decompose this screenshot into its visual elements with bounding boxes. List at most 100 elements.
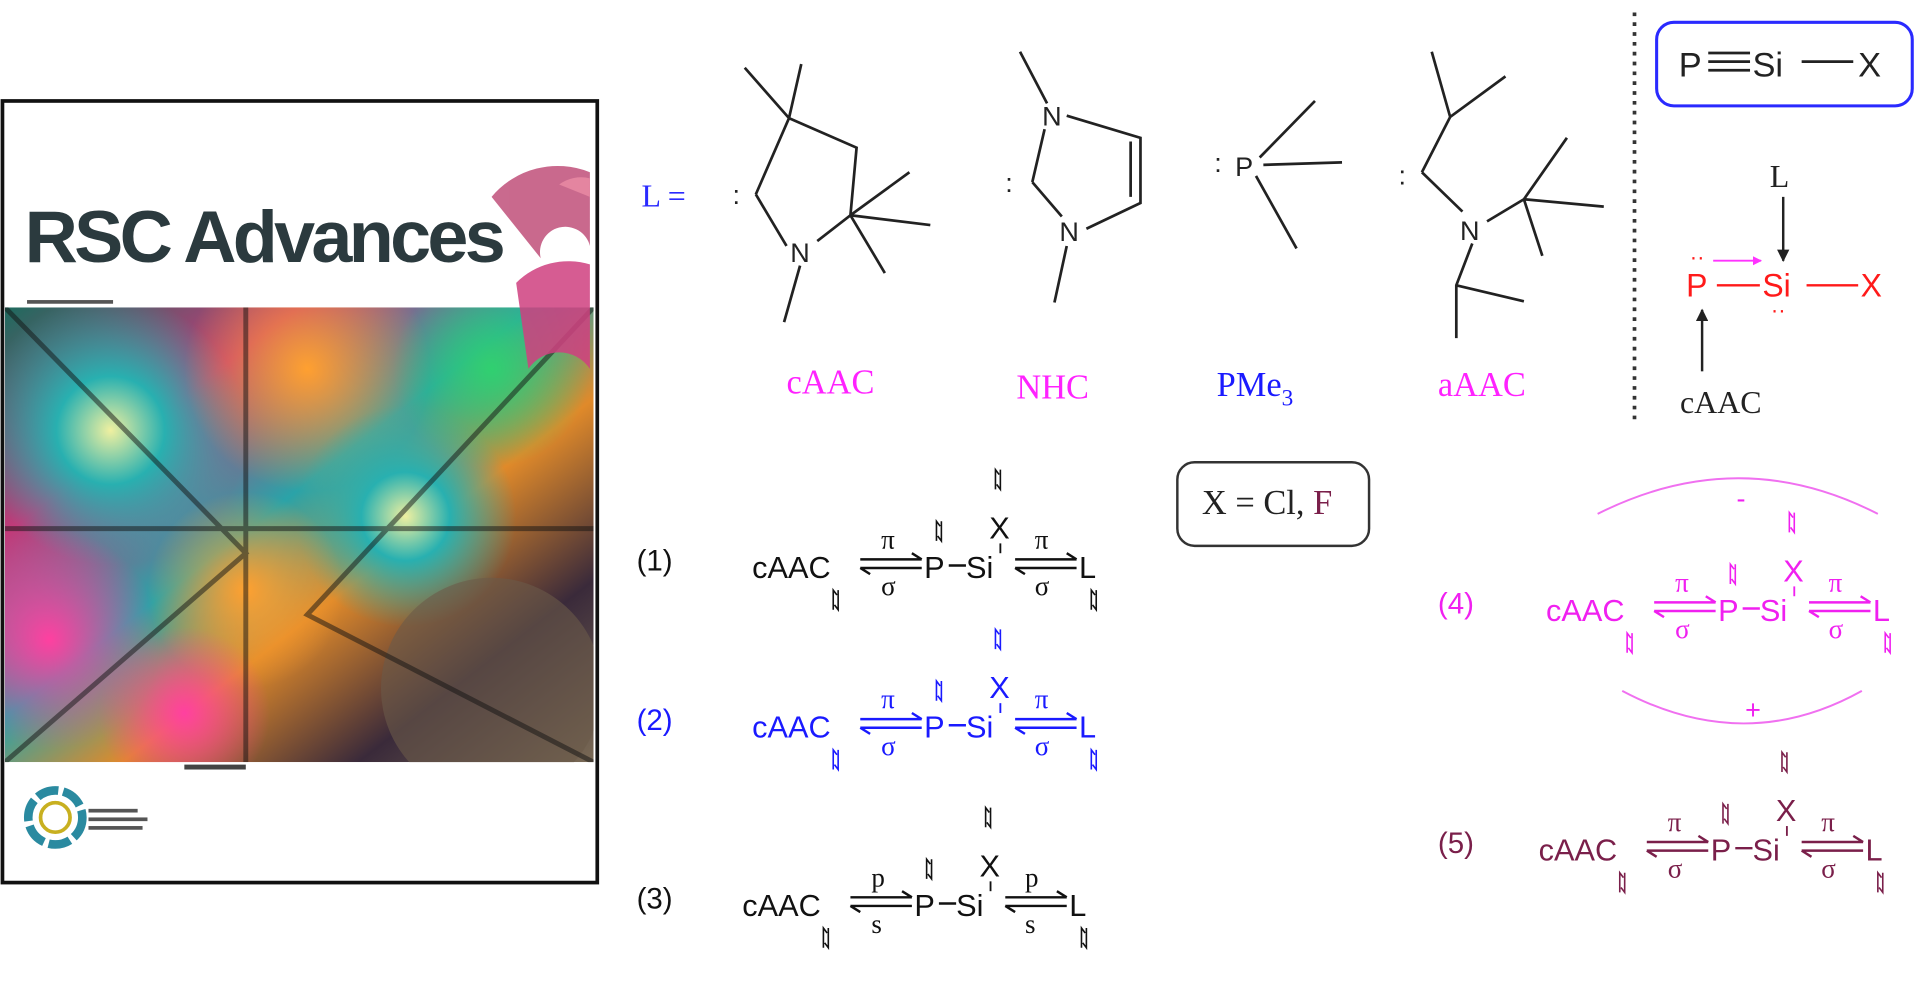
- pi-label: π: [1668, 807, 1682, 837]
- pi-label: π: [1035, 524, 1049, 554]
- electron-pair-icon: [1618, 870, 1626, 895]
- electron-pair-icon: [1877, 870, 1884, 895]
- ligand-L: L: [1069, 888, 1086, 923]
- ligand-cAAC: cAAC: [752, 710, 831, 745]
- resonance-minus: -: [1737, 484, 1746, 514]
- atom-N: N: [790, 238, 810, 268]
- atom-Si: Si: [966, 550, 993, 585]
- electron-pair-icon: [1788, 510, 1796, 535]
- electron-pair-icon: [1781, 749, 1788, 775]
- NHC-structure: [1018, 51, 1142, 303]
- pi-label: π: [1675, 567, 1689, 597]
- ligand-cAAC: cAAC: [1546, 593, 1625, 628]
- electron-pair-icon: [994, 467, 1002, 492]
- electron-pair-icon: [1722, 801, 1729, 826]
- ligand-L: L: [1770, 159, 1790, 194]
- sigma-label: σ: [1035, 571, 1050, 601]
- atom-X: X: [989, 670, 1010, 705]
- sigma-label: σ: [1035, 731, 1050, 761]
- carbene-lone-pair: :: [1399, 161, 1407, 191]
- sigma-label: σ: [881, 571, 896, 601]
- donor-acceptor-model: L P ·· Si ·· X cAAC: [1680, 159, 1882, 420]
- atom-Si: Si: [1752, 832, 1779, 867]
- pi-sigma-arrows: [1653, 595, 1717, 619]
- atom-X: X: [979, 848, 1000, 883]
- sigma-label: s: [1025, 909, 1036, 939]
- pi-label: p: [871, 862, 885, 892]
- pi-label: π: [1829, 567, 1843, 597]
- pi-label: π: [1035, 684, 1049, 714]
- atom-Si: Si: [1752, 46, 1783, 84]
- electron-pair-icon: [984, 805, 992, 830]
- halogen-box: X = Cl, F: [1176, 461, 1371, 548]
- electron-pair-icon: [832, 587, 839, 613]
- pi-sigma-arrows: [1014, 711, 1078, 735]
- carbene-lone-pair: :: [1005, 168, 1013, 198]
- electron-pair-icon: [1080, 925, 1088, 951]
- atom-X: X: [1861, 267, 1882, 303]
- atom-P: P: [1686, 267, 1707, 303]
- electron-pair-icon: [822, 925, 830, 951]
- electron-pair-icon: [1884, 630, 1891, 656]
- ligand-cAAC: cAAC: [742, 888, 821, 923]
- carbene-lone-pair: :: [1214, 148, 1222, 178]
- resonance-plus: +: [1745, 695, 1761, 725]
- atom-N: N: [1059, 217, 1079, 247]
- pi-sigma-arrows: [1014, 552, 1078, 576]
- ligand-definitions: L = : N : N N : P : N cAAC NHC PMe3 aAAC: [642, 51, 1604, 412]
- aAAC-structure: [1420, 51, 1604, 339]
- atom-N: N: [1042, 102, 1062, 132]
- journal-title: RSC Advances: [25, 195, 503, 278]
- atom-N: N: [1460, 216, 1480, 246]
- atom-X: X: [989, 510, 1010, 545]
- scheme-number: (1): [637, 544, 673, 577]
- pi-sigma-arrows: [1808, 595, 1872, 619]
- ligand-name-PMe3: PMe3: [1217, 366, 1294, 412]
- pi-sigma-arrows: [1646, 834, 1709, 858]
- sigma-label: σ: [1821, 854, 1836, 884]
- ligand-L: L: [1079, 550, 1096, 585]
- electron-pair-icon: [832, 747, 839, 772]
- cover-subtitle-line: [27, 300, 114, 304]
- scheme-4-resonance-arcs: [1597, 477, 1879, 725]
- ligand-cAAC: cAAC: [1539, 832, 1618, 867]
- scheme-number: (2): [637, 704, 673, 737]
- atom-P: P: [1711, 832, 1732, 867]
- PMe3-structure: [1254, 100, 1343, 250]
- ligand-L: L: [1079, 710, 1096, 745]
- pi-label: p: [1025, 862, 1039, 892]
- lone-pair-P: ··: [1690, 244, 1705, 269]
- electron-pair-icon: [1729, 561, 1737, 587]
- ligand-label: L =: [642, 179, 686, 214]
- ligand-name-aAAC: aAAC: [1438, 366, 1526, 404]
- sigma-label: σ: [1675, 614, 1690, 644]
- sigma-label: σ: [881, 731, 896, 761]
- atom-P: P: [1718, 593, 1739, 628]
- donor-cAAC: cAAC: [1680, 385, 1762, 420]
- atom-Si: Si: [966, 710, 993, 745]
- scheme-number: (4): [1438, 587, 1474, 620]
- electron-pair-icon: [994, 627, 1002, 652]
- halogen-text: X = Cl, F: [1202, 484, 1332, 522]
- ligand-cAAC: cAAC: [752, 550, 831, 585]
- pi-label: π: [1821, 807, 1835, 837]
- sigma-label: σ: [1829, 614, 1844, 644]
- triple-bond: [1708, 51, 1751, 72]
- electron-pair-icon: [935, 678, 943, 704]
- electron-pair-icon: [1090, 587, 1098, 613]
- pi-label: π: [881, 684, 895, 714]
- atom-P: P: [1679, 46, 1702, 84]
- pi-sigma-arrows: [1004, 890, 1068, 914]
- ligand-name-cAAC: cAAC: [787, 363, 875, 401]
- pi-label: π: [881, 524, 895, 554]
- carbene-lone-pair: :: [732, 180, 740, 210]
- sigma-label: σ: [1668, 854, 1683, 884]
- scheme-number: (3): [637, 882, 673, 915]
